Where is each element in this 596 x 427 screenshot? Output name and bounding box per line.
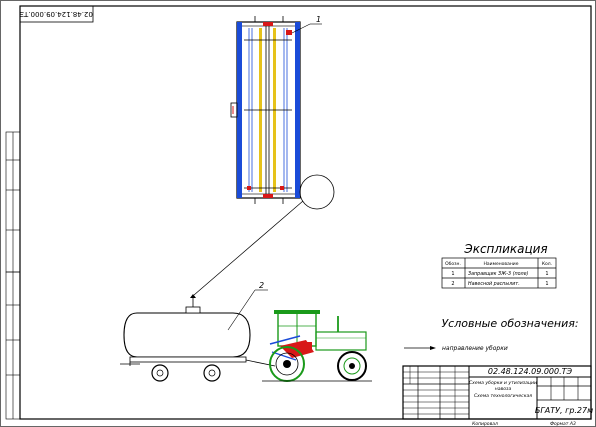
legend-direction-arrow [404, 346, 436, 350]
section-view-drawing [230, 16, 322, 204]
detail-circle [299, 174, 335, 210]
explication-row1-name: Заправщик ЗЖ-3 (поле) [468, 271, 529, 277]
legend-title: Условные обозначения: [441, 317, 578, 330]
explication-row1-num: 1 [451, 271, 454, 277]
explication-table [441, 257, 557, 289]
explication-title: Экспликация [463, 242, 547, 256]
explication-row1-qty: 1 [545, 271, 548, 277]
explication-row2-num: 2 [451, 281, 454, 287]
left-side-strips [5, 131, 21, 420]
footer-copied: Копировал [472, 421, 498, 427]
title-block-frame [402, 365, 592, 420]
explication-header-name: Наименование [484, 261, 519, 267]
title-block-description-line2: навоза [495, 387, 512, 392]
explication-row2-name: Навесной распылит. [468, 281, 520, 287]
title-block-organization: БГАТУ, гр.27м [535, 406, 593, 415]
explication-header-num: Обозн. [445, 261, 461, 267]
legend-item-direction: направление уборки [442, 345, 508, 352]
callout-1-label: 1 [316, 15, 321, 24]
rotated-stamp-code: 02.48.124.09.000.ТЭ [19, 10, 93, 18]
title-block-description-line1: Схема уборки и утилизации [469, 380, 537, 386]
title-block-description-line3: Схема технологическая [474, 393, 532, 399]
tractor-drawing [262, 310, 372, 382]
rotated-stamp-box [19, 5, 94, 23]
detail-connector-line [193, 200, 304, 296]
title-block-doc-code: 02.48.124.09.000.ТЭ [488, 367, 573, 376]
explication-header-qty: Кол. [542, 261, 552, 267]
callout-2-label: 2 [259, 281, 264, 290]
explication-row2-qty: 1 [545, 281, 548, 287]
footer-format: Формат А3 [550, 421, 576, 427]
